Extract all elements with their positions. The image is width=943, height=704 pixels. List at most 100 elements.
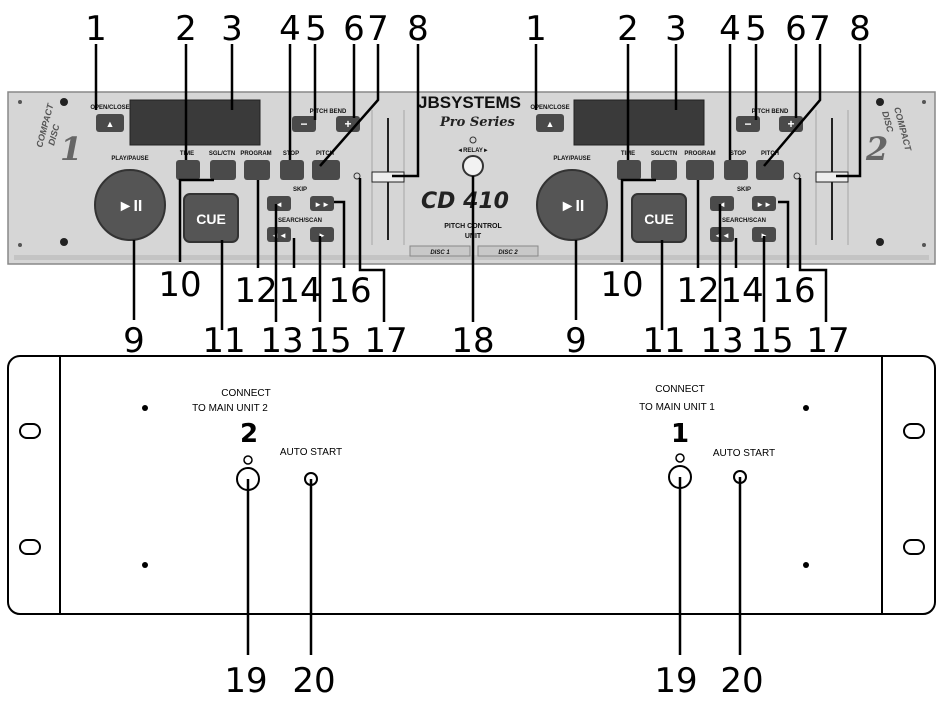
- skip-forward-button[interactable]: [752, 196, 776, 211]
- skip-forward-button[interactable]: [310, 196, 334, 211]
- callout-line: [798, 178, 828, 322]
- sgl-ctn-button[interactable]: [651, 160, 677, 180]
- front-panel-lip: [14, 255, 929, 260]
- pitch-label: PITCH: [316, 151, 334, 157]
- skip-back-icon: ◄: [718, 200, 726, 209]
- side-number-left: 1: [60, 130, 82, 168]
- screw-dot: [803, 405, 809, 411]
- search-forward-button[interactable]: [752, 227, 776, 242]
- mount-hole: [922, 100, 926, 104]
- sgl-ctn-label: SGL/CTN: [651, 151, 677, 157]
- callout-3: 3: [221, 9, 243, 49]
- open-close-label: OPEN/CLOSE: [530, 105, 569, 111]
- back-callout-lines: [246, 477, 742, 655]
- callout-8: 8: [407, 9, 429, 49]
- callout-19: 19: [224, 661, 267, 701]
- pitch-led: [353, 172, 361, 180]
- cue-label: CUE: [196, 211, 226, 227]
- stop-button[interactable]: [724, 160, 748, 180]
- front-callout-lines: [94, 44, 862, 330]
- disc2-tag-box: [477, 245, 539, 257]
- pitch-bend-label: PITCH BEND: [752, 109, 789, 115]
- auto-start-label: AUTO START: [280, 447, 342, 458]
- pitch-button[interactable]: [756, 160, 784, 180]
- search-back-icon: ◄◄: [714, 231, 730, 240]
- mount-hole: [60, 98, 68, 106]
- pitch-bend-label: PITCH BEND: [310, 109, 347, 115]
- time-button[interactable]: [176, 160, 200, 180]
- disc1-tag: DISC 1: [430, 250, 450, 256]
- callout-15: 15: [308, 321, 351, 361]
- callout-11: 11: [202, 321, 245, 361]
- skip-back-icon: ◄: [275, 200, 283, 209]
- back-panel: CONNECT TO MAIN UNIT 2 2 AUTO START CONN…: [7, 355, 936, 615]
- plus-icon: +: [787, 117, 794, 131]
- callout-14: 14: [720, 271, 763, 311]
- pitch-bend-minus-button[interactable]: [736, 116, 760, 132]
- back-panel-outer: [7, 355, 936, 615]
- relay-button[interactable]: [462, 155, 484, 177]
- callout-2: 2: [617, 9, 639, 49]
- callout-line: [178, 178, 214, 262]
- callout-line: [334, 200, 346, 268]
- search-back-button[interactable]: [267, 227, 291, 242]
- brand-logo: JBSYSTEMS: [418, 93, 521, 112]
- callout-line: [778, 200, 790, 268]
- back-panel-inner: [59, 355, 883, 615]
- model-logo: CD 410: [421, 189, 509, 214]
- display-screen: [573, 99, 705, 146]
- search-back-button[interactable]: [710, 227, 734, 242]
- relay-label: ◄RELAY►: [457, 148, 489, 154]
- callout-9: 9: [123, 321, 145, 361]
- unit-number: 2: [240, 419, 258, 449]
- connector-led: [675, 453, 685, 463]
- callout-17: 17: [364, 321, 407, 361]
- search-forward-button[interactable]: [310, 227, 334, 242]
- skip-back-button[interactable]: [267, 196, 291, 211]
- cue-button[interactable]: [183, 193, 239, 243]
- search-back-icon: ◄◄: [271, 231, 287, 240]
- to-main-unit-label: TO MAIN UNIT 1: [639, 402, 715, 413]
- callout-2: 2: [175, 9, 197, 49]
- program-button[interactable]: [686, 160, 714, 180]
- time-button[interactable]: [617, 160, 641, 180]
- callout-6: 6: [785, 9, 807, 49]
- sgl-ctn-label: SGL/CTN: [209, 151, 235, 157]
- callout-4: 4: [279, 9, 301, 49]
- callout-20: 20: [720, 661, 763, 701]
- open-close-button[interactable]: [96, 114, 124, 132]
- play-pause-button[interactable]: [536, 169, 608, 241]
- callout-6: 6: [343, 9, 365, 49]
- callout-numbers-back: 19 20 19 20: [224, 661, 763, 701]
- relay-led: [469, 136, 477, 144]
- callout-13: 13: [260, 321, 303, 361]
- play-pause-icon: ►II: [560, 198, 585, 215]
- callout-13: 13: [700, 321, 743, 361]
- stop-button[interactable]: [280, 160, 304, 180]
- mount-hole: [922, 243, 926, 247]
- front-panel: COMPACT DISC 1 COMPACT DISC 2 JBSYSTEMS …: [7, 91, 936, 265]
- pitch-slider[interactable]: [815, 110, 849, 245]
- program-button[interactable]: [244, 160, 270, 180]
- pitch-bend-minus-button[interactable]: [292, 116, 316, 132]
- sgl-ctn-button[interactable]: [210, 160, 236, 180]
- eject-icon: ▲: [106, 119, 115, 129]
- callout-3: 3: [665, 9, 687, 49]
- skip-back-button[interactable]: [710, 196, 734, 211]
- callout-10: 10: [158, 265, 201, 305]
- minus-icon: −: [300, 117, 307, 131]
- callout-20: 20: [292, 661, 335, 701]
- callout-12: 12: [234, 271, 277, 311]
- mount-hole: [60, 238, 68, 246]
- play-pause-button[interactable]: [94, 169, 166, 241]
- play-pause-icon: ►II: [118, 198, 143, 215]
- connect-label: CONNECT: [221, 388, 270, 399]
- mount-hole: [876, 98, 884, 106]
- skip-label: SKIP: [293, 187, 307, 193]
- cue-button[interactable]: [631, 193, 687, 243]
- pitch-button[interactable]: [312, 160, 340, 180]
- disc2-tag: DISC 2: [498, 250, 518, 256]
- callout-16: 16: [772, 271, 815, 311]
- open-close-button[interactable]: [536, 114, 564, 132]
- rack-slot: [19, 423, 41, 439]
